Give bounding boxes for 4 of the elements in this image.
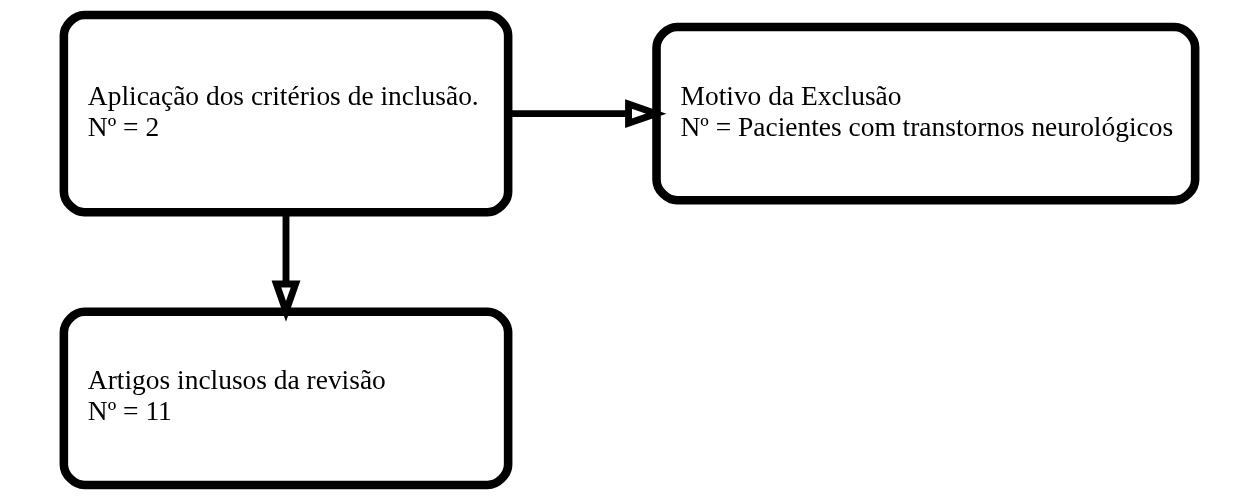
- arrow: [271, 212, 300, 322]
- node-box: Motivo da Exclusão Nº = Pacientes com transtornos neurológicos: [651, 22, 1199, 205]
- node-box: Artigos inclusos da revisão Nº = 11: [59, 307, 512, 490]
- node-box: Aplicação dos critérios de inclusão. Nº = 2: [59, 10, 512, 217]
